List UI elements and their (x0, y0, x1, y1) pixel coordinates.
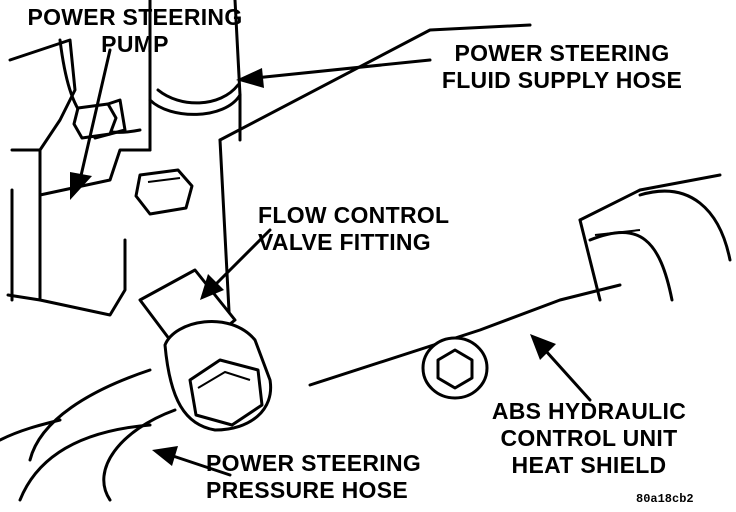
supply-hose-tube (148, 0, 242, 152)
label-pump-line-1: POWER STEERING (27, 4, 243, 30)
label-shield-line-3: HEAT SHIELD (511, 452, 667, 478)
leader-heat-shield (530, 334, 592, 402)
label-supply-line-2: FLUID SUPPLY HOSE (441, 67, 683, 93)
figure-reference-code: 80a18cb2 (636, 492, 694, 506)
leader-pressure-hose (152, 446, 232, 477)
label-pressure-hose: POWER STEERING PRESSURE HOSE (206, 450, 421, 504)
leader-pump (70, 48, 112, 200)
label-fluid-supply-hose: POWER STEERING FLUID SUPPLY HOSE (416, 40, 708, 94)
flow-control-fitting (138, 268, 273, 432)
label-pressure-line-2: PRESSURE HOSE (206, 477, 409, 503)
label-flow-line-1: FLOW CONTROL (258, 202, 450, 228)
label-shield-line-1: ABS HYDRAULIC (491, 398, 687, 424)
shield-bolt (421, 336, 489, 400)
heat-shield (218, 23, 732, 387)
label-shield-line-2: CONTROL UNIT (500, 425, 678, 451)
leader-flow-valve (200, 228, 272, 300)
leader-supply-hose (236, 58, 432, 88)
label-pump-line-2: PUMP (101, 31, 169, 57)
label-flow-line-2: VALVE FITTING (258, 229, 431, 255)
label-supply-line-1: POWER STEERING (454, 40, 670, 66)
pressure-hose (0, 368, 177, 502)
label-power-steering-pump: POWER STEERING PUMP (4, 4, 266, 58)
label-flow-control-valve: FLOW CONTROL VALVE FITTING (258, 202, 449, 256)
pump-bolt-upper (134, 168, 194, 216)
label-pressure-line-1: POWER STEERING (206, 450, 422, 476)
label-abs-heat-shield: ABS HYDRAULIC CONTROL UNIT HEAT SHIELD (470, 398, 708, 479)
